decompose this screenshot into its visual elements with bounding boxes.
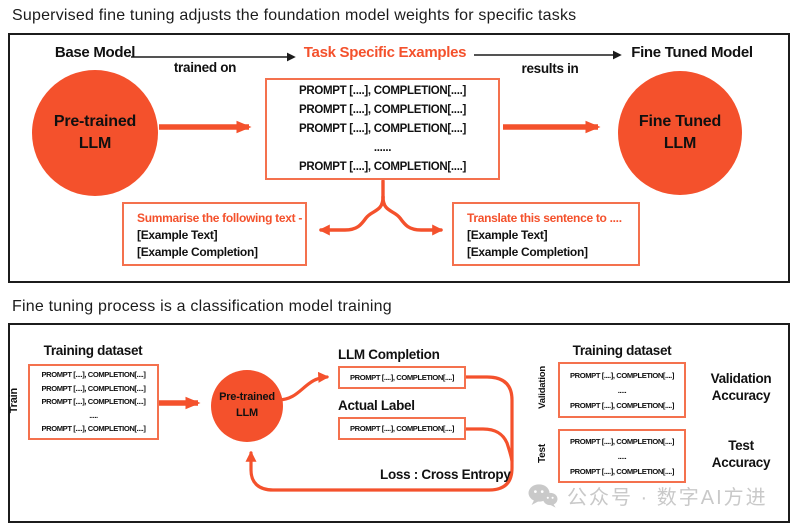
summarise-example-completion: [Example Completion] [137,245,258,259]
fine-tuned-llm-circle: Fine Tuned LLM [618,71,742,195]
examples-line: PROMPT [....], COMPLETION[....] [298,160,467,173]
validation-line: PROMPT [....], COMPLETION[....] [569,370,675,380]
examples-line: PROMPT [....], COMPLETION[....] [298,84,467,97]
wechat-icon [528,483,558,508]
test-side-label: Test [537,444,548,464]
training-dataset-label: Training dataset [43,343,143,358]
base-model-label: Base Model [54,44,136,61]
training-line: PROMPT [....], COMPLETION[....] [41,383,146,393]
summarise-example-box: Summarise the following text - [Example … [122,202,307,266]
actual-label-merge-line [464,427,514,463]
pretrained-llm-line2: LLM [78,135,112,152]
translate-example-title: Translate this sentence to .... [467,211,622,225]
pretrained-llm-bottom-line1: Pre-trained [219,391,275,404]
translate-example-box: Translate this sentence to .... [Example… [452,202,640,266]
llm-to-completion-arrow [276,371,330,402]
actual-label-line: PROMPT [....], COMPLETION[....] [349,424,455,433]
pretrained-llm-circle: Pre-trained LLM [32,70,158,196]
loss-feedback-loop [245,375,514,492]
summarise-example-text: [Example Text] [137,228,218,242]
loss-label: Loss : Cross Entropy [380,467,511,482]
examples-ellipsis: ...... [373,141,392,154]
translate-example-completion: [Example Completion] [467,245,588,259]
examples-line: PROMPT [....], COMPLETION[....] [298,122,467,135]
validation-dataset-box: PROMPT [....], COMPLETION[....] ..... PR… [558,362,686,418]
test-accuracy-line1: Test [728,438,754,453]
watermark-text: 公众号 · 数字AI方进 [567,487,768,509]
training-line: PROMPT [....], COMPLETION[....] [41,370,146,380]
results-in-label: results in [521,61,579,76]
training-ellipsis: ..... [89,410,98,420]
top-section-title: Supervised fine tuning adjusts the found… [12,7,577,24]
translate-example-text: [Example Text] [467,228,548,242]
test-accuracy-line2: Accuracy [711,455,771,470]
fork-left-arrow [318,195,385,236]
bottom-section-title: Fine tuning process is a classification … [12,298,392,315]
train-side-label: Train [8,388,20,414]
examples-line: PROMPT [....], COMPLETION[....] [298,103,467,116]
training-dataset-label-right: Training dataset [572,343,672,358]
actual-label-heading: Actual Label [338,398,415,413]
pretrained-llm-circle-bottom: Pre-trained LLM [211,370,283,442]
task-examples-box: PROMPT [....], COMPLETION[....] PROMPT [… [265,78,500,180]
fine-tuned-model-label: Fine Tuned Model [631,44,753,61]
llm-completion-box: PROMPT [....], COMPLETION[....] [338,366,466,389]
watermark: 公众号 · 数字AI方进 [528,481,768,510]
summarise-example-title: Summarise the following text - [137,211,303,225]
training-dataset-box: PROMPT [....], COMPLETION[....] PROMPT [… [28,364,159,440]
test-line: PROMPT [....], COMPLETION[....] [569,436,675,446]
pretrained-llm-bottom-line2: LLM [235,407,258,419]
llm-completion-label: LLM Completion [338,347,440,362]
test-dataset-box: PROMPT [....], COMPLETION[....] ..... PR… [558,429,686,483]
bottom-panel-border [8,323,790,523]
validation-accuracy-label: Validation Accuracy [696,370,786,404]
pretrained-llm-line1: Pre-trained [53,113,137,131]
fine-tuned-llm-line2: LLM [663,135,697,152]
actual-label-box: PROMPT [....], COMPLETION[....] [338,417,466,440]
validation-accuracy-line1: Validation [710,371,772,386]
trained-on-label: trained on [173,60,237,75]
task-examples-label: Task Specific Examples [303,44,467,61]
validation-ellipsis: ..... [617,385,627,395]
training-line: PROMPT [....], COMPLETION[....] [41,424,146,434]
fork-right-arrow [381,195,444,236]
validation-accuracy-line2: Accuracy [711,388,771,403]
validation-side-label: Validation [537,366,548,409]
top-panel-border [8,33,790,283]
validation-line: PROMPT [....], COMPLETION[....] [569,400,675,410]
fine-tuned-llm-line1: Fine Tuned [638,113,722,131]
training-line: PROMPT [....], COMPLETION[....] [41,397,146,407]
llm-completion-line: PROMPT [....], COMPLETION[....] [349,373,455,382]
test-ellipsis: ..... [617,451,627,461]
test-accuracy-label: Test Accuracy [696,437,786,471]
test-line: PROMPT [....], COMPLETION[....] [569,466,675,476]
